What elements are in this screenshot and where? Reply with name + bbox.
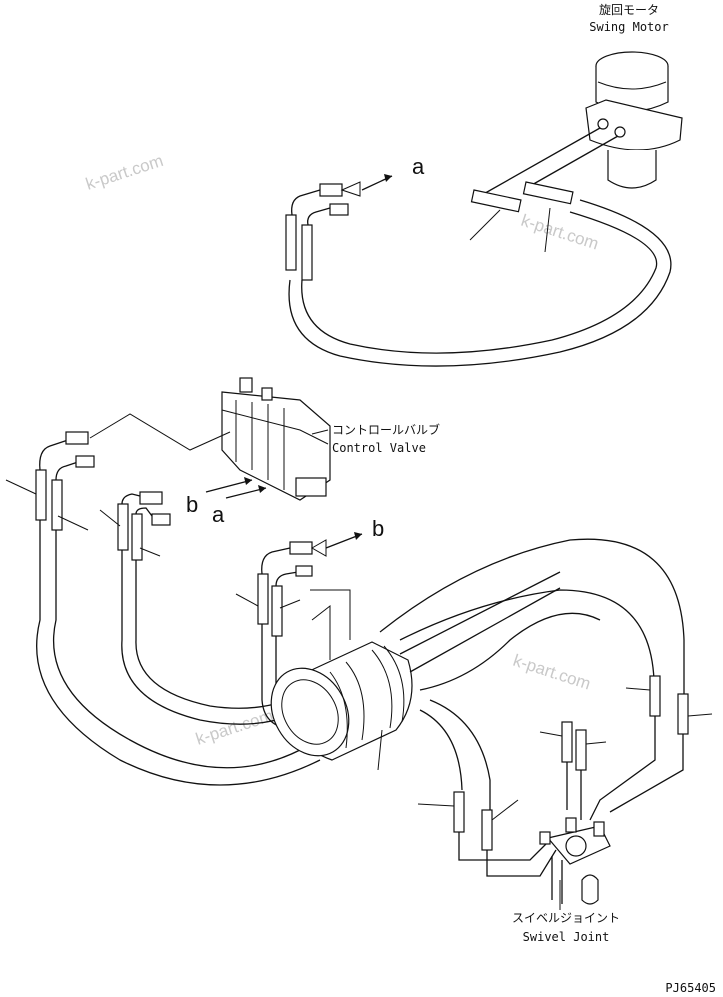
arrow-a-top [361,174,393,191]
left-hose-group [35,431,321,786]
leader-line [279,599,301,609]
hose-sleeve [35,469,47,521]
watermark-4: k-part.com [193,706,275,749]
hose-fitting [139,491,163,505]
hose-sleeve [575,729,587,771]
hose-sleeve [131,513,143,561]
leader-line [57,515,89,531]
swing-motor [585,51,683,189]
swivel-joint-en-label: Swivel Joint [523,930,610,944]
hose-fitting [151,513,171,526]
arrow-b-mid [325,532,363,549]
hose-sleeve [677,693,689,735]
leader-line [139,547,161,557]
leader-line [585,741,607,745]
arrow-b-left-label: b [186,492,198,517]
arrow-a-top-label: a [412,154,425,179]
hose-sleeve [453,791,465,833]
watermark-1: k-part.com [83,151,165,194]
leader-line [235,593,259,607]
leader-line [544,207,551,253]
hose-fitting [295,565,313,577]
control-valve-en-label: Control Valve [332,441,426,455]
swivel-joint-jp-label: スイベルジョイント [512,911,620,925]
leader-line [99,509,121,527]
leader-line [687,713,713,717]
swivel-joint [539,817,611,905]
right-hose-loops [379,538,689,877]
arrow-b-mid-label: b [372,516,384,541]
connection-line [89,413,231,451]
leader-line [491,799,519,821]
hose-fitting [65,431,89,445]
hose-sleeve [51,479,63,531]
swing-motor-jp-label: 旋回モータ [599,3,659,17]
hose-sleeve [117,503,129,551]
leader-line [417,803,455,807]
hose-sleeve [481,809,493,851]
hose-fitting [329,203,349,216]
leader-line [469,209,501,241]
watermark-3: k-part.com [511,651,593,694]
leader-line [625,687,651,691]
arrow-a-left-label: a [212,502,225,527]
leader-line [5,479,37,495]
watermark-2: k-part.com [519,211,601,254]
leader-line [377,729,383,771]
leader-line [539,731,563,737]
control-valve-jp-label: コントロールバルブ [332,422,440,437]
hose-sleeve [271,585,283,637]
hose-sleeve [561,721,573,763]
hose-fitting [75,455,95,468]
swing-motor-en-label: Swing Motor [589,20,668,34]
drawing-code: PJ65405 [665,981,716,995]
central-cylinder [270,571,561,761]
hose-sleeve [301,224,313,281]
hose-sleeve [285,214,297,271]
arrow-a-left [225,485,267,499]
hose-sleeve [257,573,269,625]
hose-sleeve [522,181,574,205]
control-valve [221,377,331,501]
hose-sleeve [470,189,522,213]
arrow-b-left [205,477,253,493]
hose-fitting [319,183,343,197]
hose-sleeve [649,675,661,717]
upper-hose-loop [285,127,672,367]
leader-line [311,429,329,435]
hose-fitting [289,541,313,555]
